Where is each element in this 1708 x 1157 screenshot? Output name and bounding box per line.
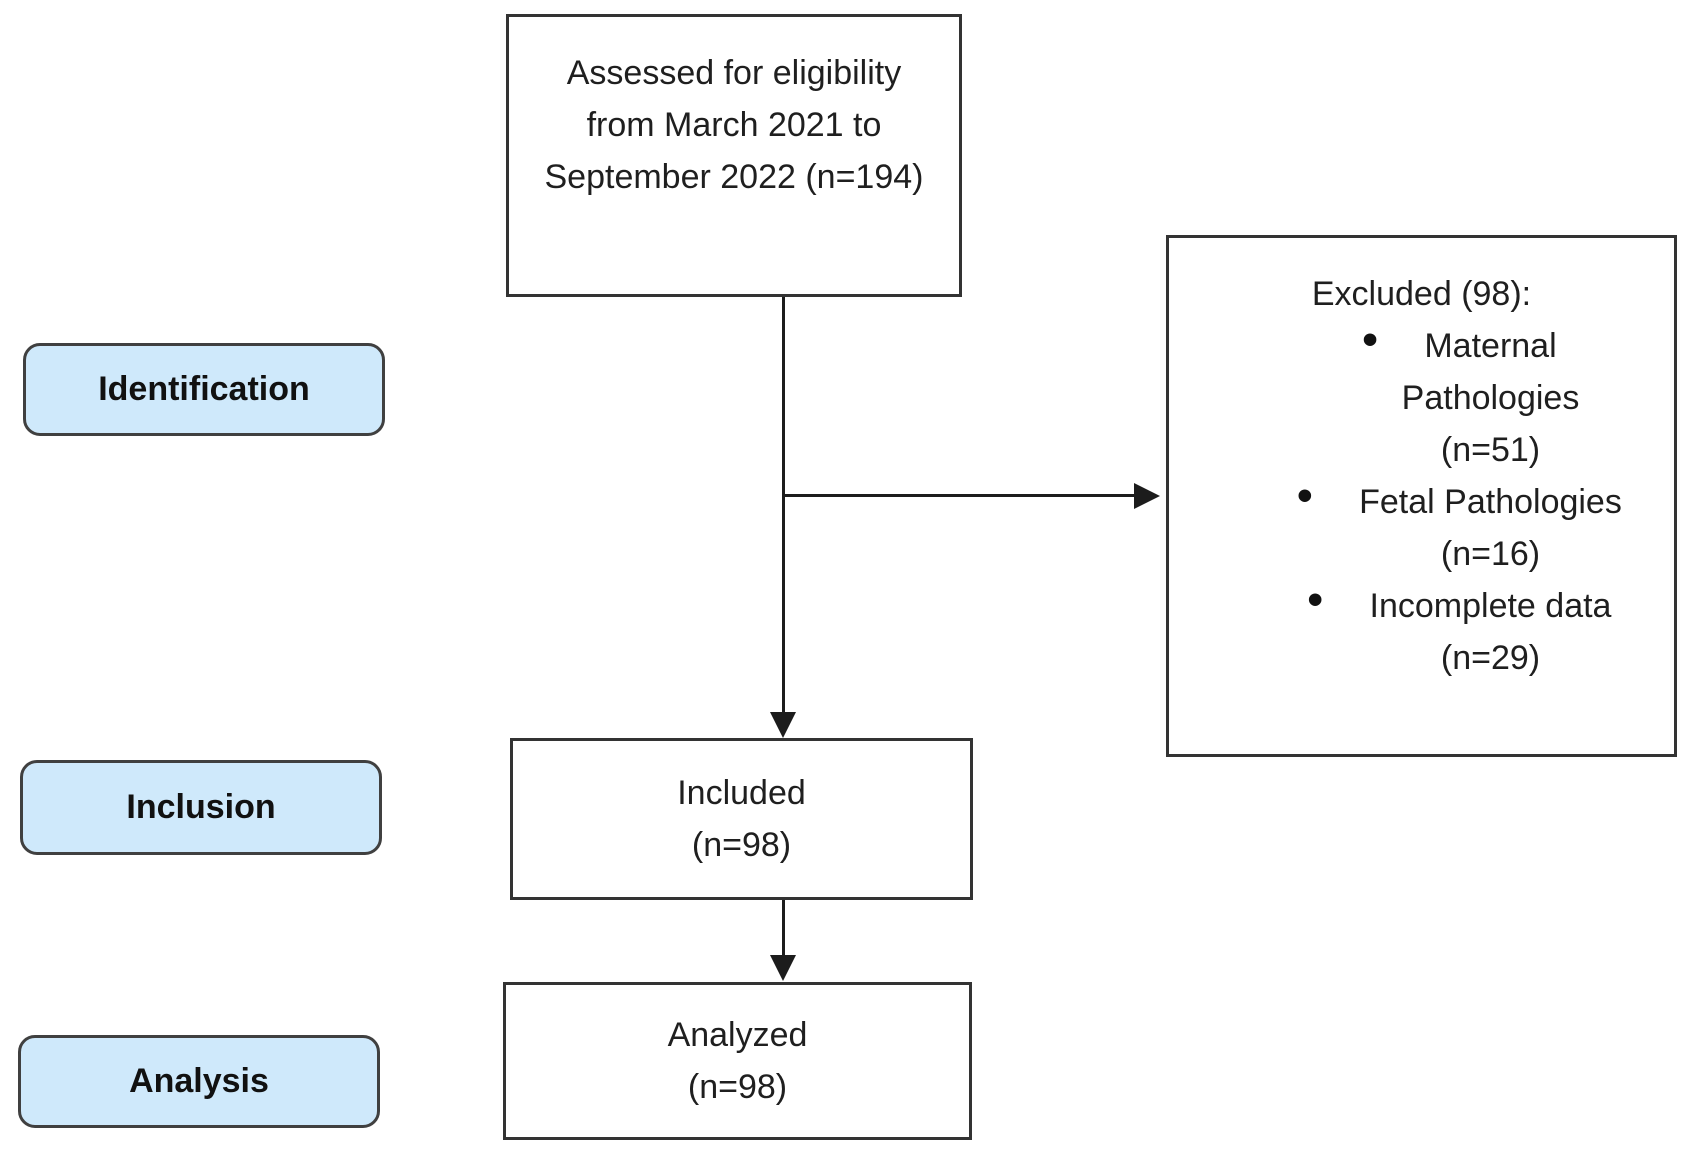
excluded-list: • Maternal Pathologies (n=51) • Fetal Pa…	[1297, 315, 1668, 684]
connector-branch-to-excluded	[783, 494, 1135, 497]
stage-label-identification: Identification	[23, 343, 385, 436]
excluded-title: Excluded (98):	[1311, 275, 1532, 313]
included-box: Included (n=98)	[510, 738, 973, 900]
excluded-box: Excluded (98): • Maternal Pathologies (n…	[1166, 235, 1677, 757]
excluded-item-incomplete-text: Incomplete data	[1369, 587, 1612, 625]
bullet-marker-icon: •	[1362, 315, 1378, 364]
excluded-item-incomplete-line-1: • Incomplete data	[1308, 575, 1668, 632]
bullet-marker-icon: •	[1307, 575, 1323, 624]
included-line-1: Included	[677, 774, 806, 812]
excluded-item-maternal-text: Maternal	[1424, 327, 1557, 365]
excluded-item-fetal-count: (n=16)	[1440, 535, 1541, 573]
analyzed-box: Analyzed (n=98)	[503, 982, 972, 1140]
stage-label-analysis-text: Analysis	[129, 1062, 269, 1100]
analyzed-count: (n=98)	[687, 1068, 788, 1106]
connector-assessed-to-included	[782, 297, 785, 713]
analyzed-line-1: Analyzed	[667, 1016, 808, 1054]
stage-label-inclusion: Inclusion	[20, 760, 382, 855]
bullet-marker-icon: •	[1297, 471, 1313, 520]
stage-label-identification-text: Identification	[98, 370, 310, 408]
excluded-item-fetal-text: Fetal Pathologies	[1359, 483, 1622, 521]
excluded-item-maternal-line-2: Pathologies	[1401, 379, 1580, 417]
stage-label-inclusion-text: Inclusion	[126, 788, 276, 826]
excluded-item-incomplete-count: (n=29)	[1440, 639, 1541, 677]
excluded-item-maternal-count: (n=51)	[1440, 431, 1541, 469]
assessed-line-1: Assessed for eligibility	[566, 54, 902, 92]
excluded-item-maternal-line-1: • Maternal	[1313, 315, 1668, 372]
excluded-item-fetal-line-1: • Fetal Pathologies	[1297, 471, 1668, 528]
arrowhead-down-icon	[770, 712, 796, 738]
included-count: (n=98)	[691, 826, 792, 864]
connector-included-to-analyzed	[782, 900, 785, 957]
arrowhead-right-icon	[1134, 483, 1160, 509]
assessed-for-eligibility-box: Assessed for eligibility from March 2021…	[506, 14, 962, 297]
assessed-line-3: September 2022 (n=194)	[544, 158, 924, 196]
arrowhead-down-icon	[770, 955, 796, 981]
assessed-line-2: from March 2021 to	[586, 106, 882, 144]
stage-label-analysis: Analysis	[18, 1035, 380, 1128]
